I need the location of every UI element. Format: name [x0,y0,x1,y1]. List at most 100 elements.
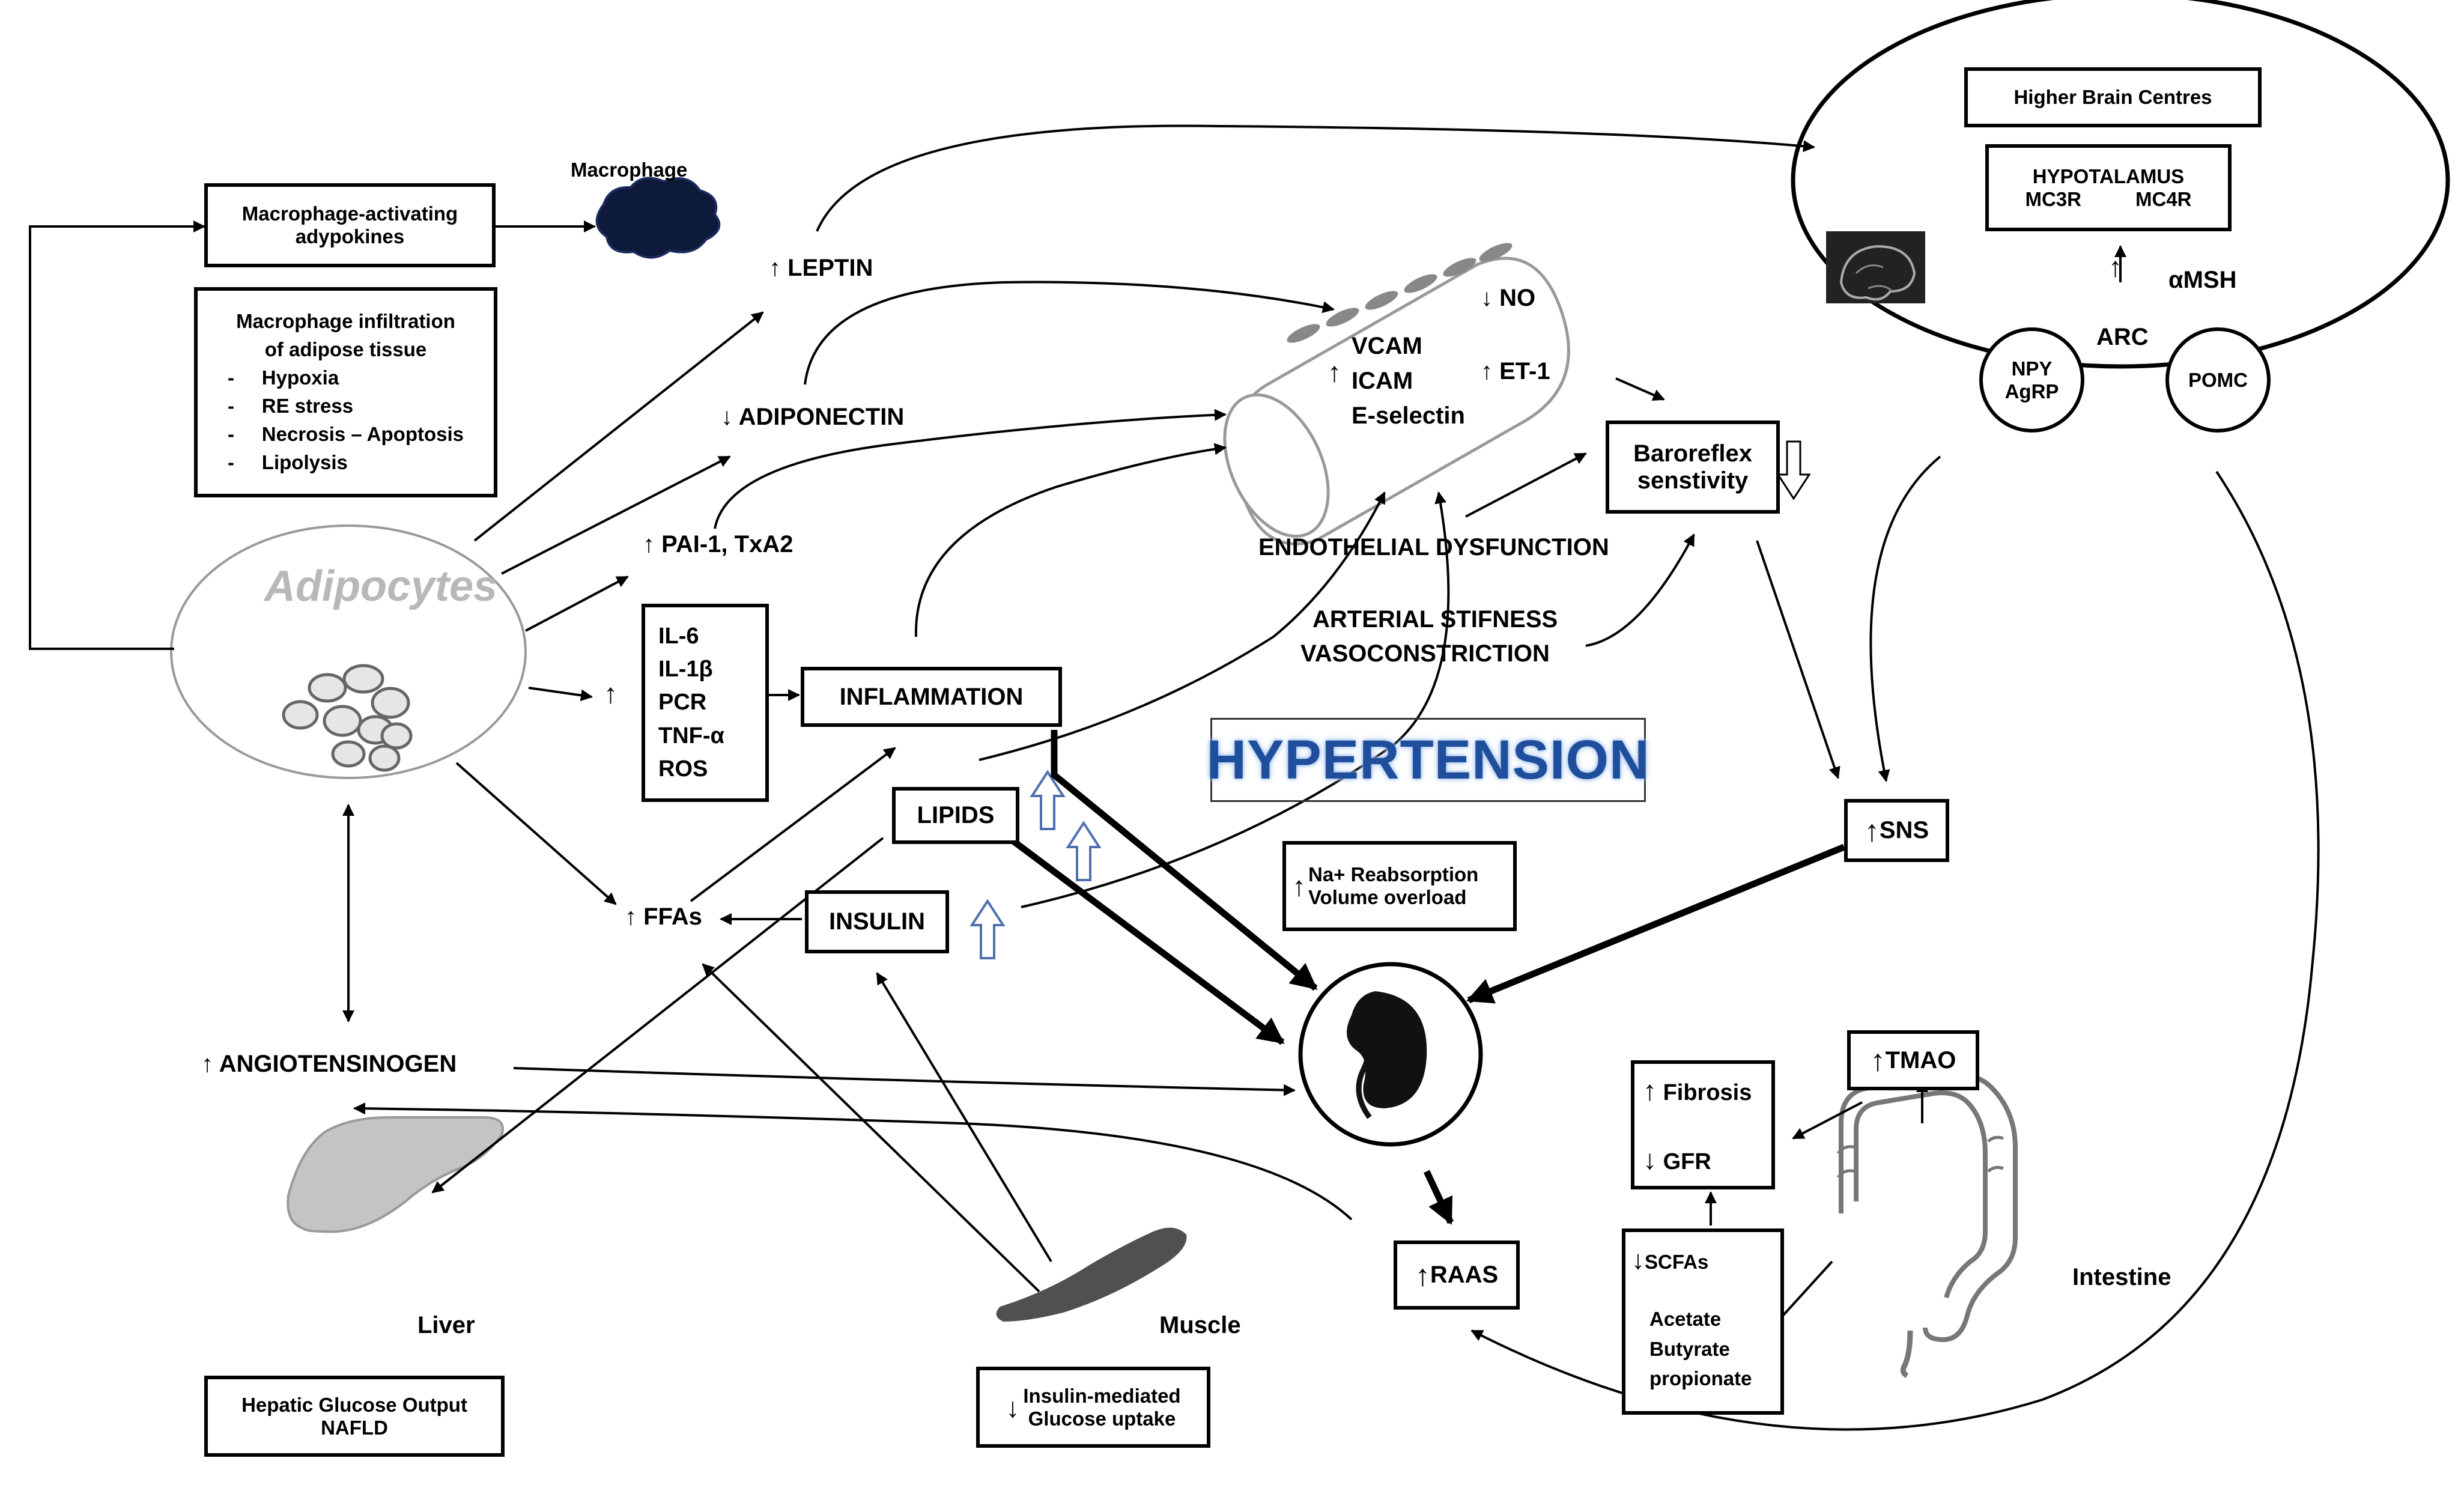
npy-text: NPY [2011,357,2053,380]
intestine-label: Intestine [2072,1264,2171,1290]
pai-text: PAI-1, TxA2 [661,531,794,557]
up-arrow-ffas: ↑ [625,903,637,930]
cytokine-item: TNF-α [658,723,724,749]
macrophage-infiltration-content: Macrophage infiltration of adipose tissu… [228,308,464,476]
icam-label: ICAM [1352,368,1413,394]
cytokine-item: IL-1β [658,657,713,682]
scfa-item: Butyrate [1649,1337,1730,1360]
kidney-icon [1347,991,1427,1119]
hypertension-title: HYPERTENSION [1206,729,1650,791]
amsh-up-arrow: ↑ [2108,251,2122,282]
fibrosis-gfr-list: ↑ Fibrosis ↓ GFR [1643,1056,1752,1194]
hypotalamus-box: HYPOTALAMUS MC3R MC4R [1985,144,2232,231]
gfr-text: GFR [1663,1149,1711,1174]
npy-agrp-circle: NPY AgRP [1979,327,2084,433]
adipocyte-cells-icon [282,664,413,772]
up-arrow-na: ↑ [1292,870,1306,902]
ffas-label: ↑ FFAs [625,901,702,932]
hypertension-title-box: HYPERTENSION [1207,718,1649,802]
insulin-box: INSULIN [805,890,949,953]
macrophage-label: Macrophage [571,159,688,181]
down-arrow-adiponectin: ↓ [721,404,733,430]
sns-box: ↑ SNS [1844,799,1949,862]
scfa-item: propionate [1649,1367,1752,1389]
cytokines-box: IL-6 IL-1β PCR TNF-α ROS [642,604,769,802]
up-arrow-angiotensinogen: ↑ [201,1051,213,1077]
up-arrow-et1: ↑ [1481,358,1493,384]
infiltration-item: - RE stress [227,395,354,417]
cytokine-item: IL-6 [658,624,699,649]
adipocytes-title: Adipocytes [264,562,498,610]
pai-label: ↑ PAI-1, TxA2 [643,529,793,560]
raas-text: RAAS [1430,1262,1499,1288]
down-arrow-scfas: ↓ [1631,1245,1645,1275]
liver-label: Liver [417,1312,475,1338]
down-arrow-gfr: ↓ [1643,1143,1657,1175]
vasoconstriction-label: VASOCONSTRICTION [1300,640,1550,667]
insulin-mediated-line2: Glucose uptake [1028,1407,1176,1430]
raas-box: ↑ RAAS [1394,1241,1520,1310]
macrophage-icon [595,177,721,259]
macro-activating-line1: Macrophage-activating [241,202,458,225]
mc4r-text: MC4R [2135,187,2192,210]
arc-label: ARC [2096,324,2149,350]
angiotensinogen-text: ANGIOTENSINOGEN [219,1051,457,1077]
angiotensinogen-label: ↑ ANGIOTENSINOGEN [201,1048,457,1080]
liver-icon [287,1116,504,1233]
no-label: ↓ NO [1481,282,1535,314]
gfr-item: ↓ GFR [1643,1125,1752,1194]
adiponectin-text: ADIPONECTIN [738,404,905,430]
scfa-item: Acetate [1649,1308,1722,1330]
eselectin-label: E-selectin [1352,402,1465,429]
cytokine-item: PCR [658,690,707,715]
insulin-mediated-text: Insulin-mediated Glucose uptake [1023,1385,1180,1430]
tmao-box: ↑ TMAO [1847,1030,1979,1090]
hepatic-box: Hepatic Glucose Output NAFLD [204,1376,505,1457]
up-arrow-raas: ↑ [1415,1258,1430,1292]
infiltration-item: - Lipolysis [227,451,348,473]
pomc-circle: POMC [2165,327,2271,433]
down-arrow-insulin-mediated: ↓ [1006,1391,1020,1423]
macrophage-infiltration-box: Macrophage infiltration of adipose tissu… [194,287,497,497]
connector-arrows [29,124,2320,1431]
na-line2: Volume overload [1308,886,1467,908]
up-arrow-sns: ↑ [1864,813,1880,848]
na-reabsorption-box: ↑ Na+ Reabsorption Volume overload [1282,841,1517,931]
hypotalamus-text: HYPOTALAMUS [2032,165,2185,187]
up-arrow-fibrosis: ↑ [1643,1074,1657,1106]
hollow-arrows [970,440,1811,959]
baroreflex-box: Baroreflex senstivity [1606,421,1780,514]
brain-region-ellipse [1791,0,2450,369]
cytokines-up-arrow: ↑ [604,678,618,709]
sns-text: SNS [1879,817,1929,843]
receptor-row: MC3R MC4R [2025,188,2191,211]
icam-up-arrow: ↑ [1328,356,1341,387]
insulin-mediated-line1: Insulin-mediated [1023,1384,1181,1407]
infiltration-item: - Necrosis – Apoptosis [227,422,464,445]
macro-activating-line2: adypokines [295,225,405,247]
et1-label: ↑ ET-1 [1481,356,1550,387]
no-text: NO [1499,285,1536,311]
hepatic-line2: NAFLD [321,1416,388,1439]
mc3r-text: MC3R [2025,187,2081,210]
infiltration-title-2: of adipose tissue [264,338,427,361]
brain-icon [1826,231,1925,303]
muscle-label: Muscle [1159,1312,1241,1338]
infiltration-item: - Hypoxia [227,366,339,389]
up-arrow-tmao: ↑ [1870,1043,1886,1077]
na-line1: Na+ Reabsorption [1308,863,1479,885]
down-arrow-no: ↓ [1481,285,1493,311]
higher-brain-centres-box: Higher Brain Centres [1964,67,2262,127]
na-reabsorption-text: Na+ Reabsorption Volume overload [1308,863,1478,909]
intestine-icon [1836,1071,2018,1379]
up-arrow-pai: ↑ [643,531,655,557]
macrophage-activating-box: Macrophage-activating adypokines [204,183,496,267]
adiponectin-label: ↓ ADIPONECTIN [721,401,904,433]
muscle-icon [996,1227,1187,1322]
fibrosis-item: ↑ Fibrosis [1643,1056,1752,1125]
thick-arrows [1007,730,1846,1225]
endothelial-dysfunction-label: ENDOTHELIAL DYSFUNCTION [1258,534,1609,560]
adipocytes-ellipse [170,524,527,779]
lipids-box: LIPIDS [892,787,1019,844]
